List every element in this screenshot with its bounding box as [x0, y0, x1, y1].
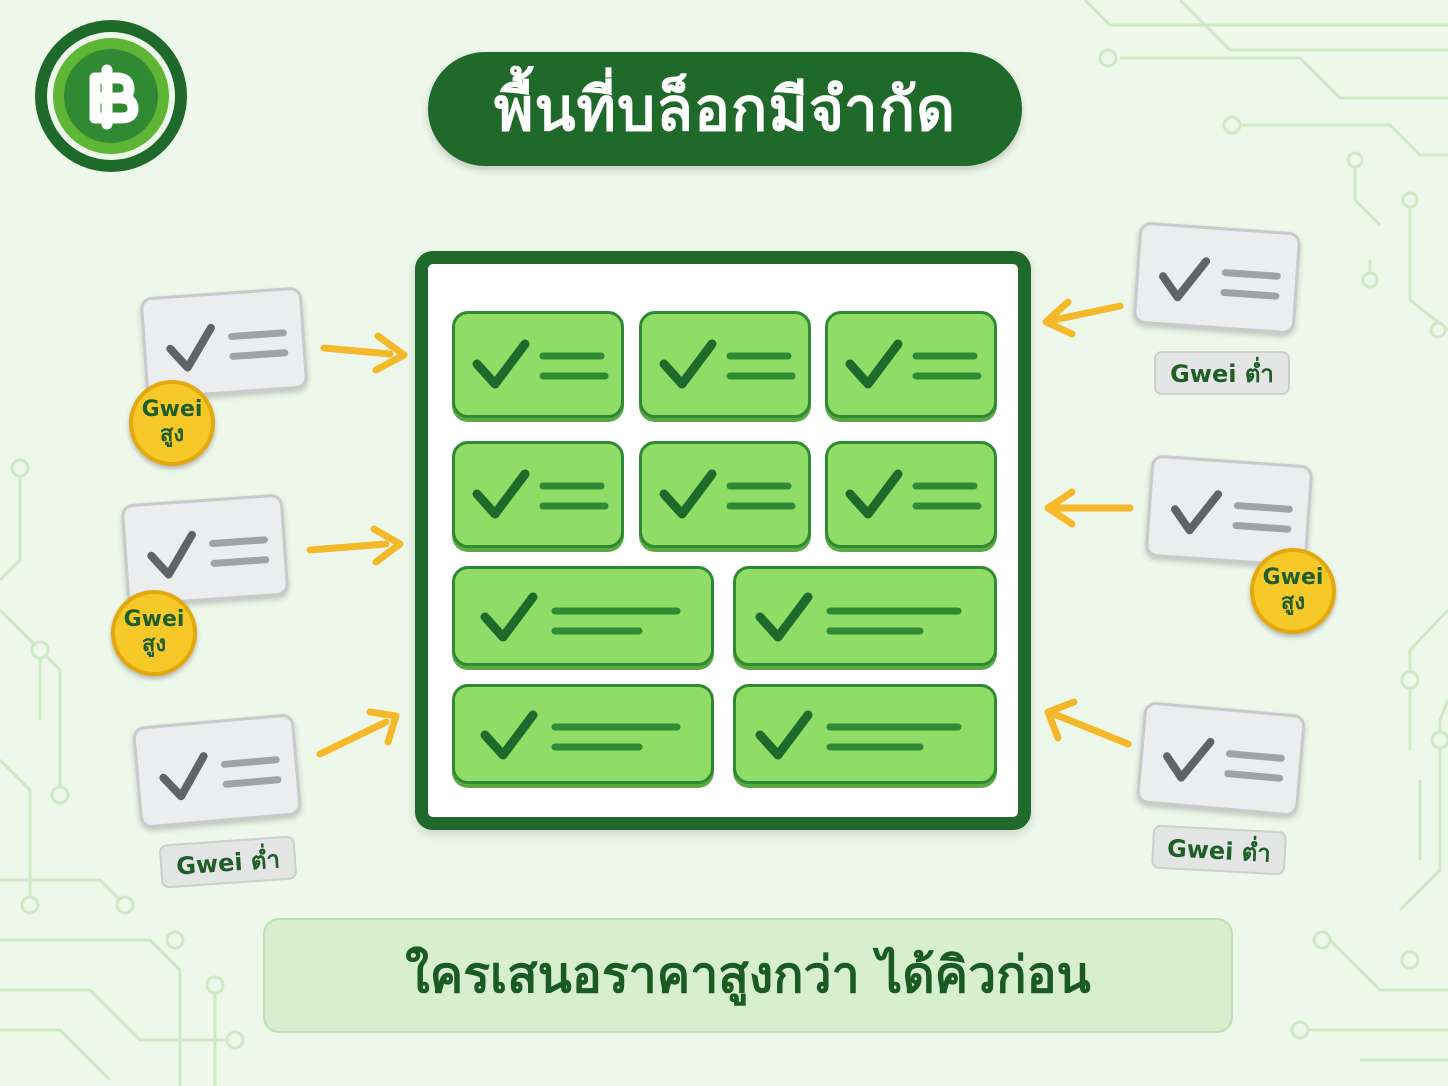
arrow-right-icon — [316, 708, 400, 758]
pending-transaction — [139, 286, 309, 400]
check-lines-icon — [1163, 738, 1285, 782]
gwei-high-coin: Gwei สูง — [111, 590, 197, 676]
gwei-high-coin: Gwei สูง — [1250, 548, 1336, 634]
check-lines-icon — [480, 710, 681, 760]
title-banner: พื้นที่บล็อกมีจำกัด — [428, 52, 1022, 166]
block-transaction — [452, 311, 624, 418]
check-lines-icon — [659, 339, 796, 389]
block-transaction — [825, 441, 997, 548]
block-transaction — [452, 566, 714, 666]
check-lines-icon — [1158, 257, 1281, 302]
gwei-high-coin: Gwei สูง — [129, 380, 215, 466]
pending-transaction — [131, 713, 303, 829]
check-lines-icon — [845, 469, 982, 519]
block-transaction — [733, 684, 997, 784]
block-transaction — [639, 311, 811, 418]
block-transaction — [825, 311, 997, 418]
title-text: พื้นที่บล็อกมีจำกัด — [493, 74, 957, 145]
check-lines-icon — [659, 469, 796, 519]
check-lines-icon — [159, 752, 282, 801]
check-lines-icon — [472, 469, 609, 519]
check-lines-icon — [166, 323, 289, 372]
gwei-low-tag: Gwei ต่ำ — [1154, 351, 1290, 395]
block-transaction — [639, 441, 811, 548]
pending-transaction — [1135, 701, 1307, 817]
check-lines-icon — [1170, 490, 1293, 535]
arrow-left-icon — [1042, 298, 1124, 338]
check-lines-icon — [755, 592, 962, 642]
check-lines-icon — [472, 339, 609, 389]
arrow-left-icon — [1044, 698, 1132, 748]
caption-banner: ใครเสนอราคาสูงกว่า ได้คิวก่อน — [263, 918, 1233, 1033]
arrow-right-icon — [320, 332, 408, 374]
arrow-left-icon — [1044, 488, 1134, 528]
gwei-low-tag: Gwei ต่ำ — [1150, 824, 1288, 876]
caption-text: ใครเสนอราคาสูงกว่า ได้คิวก่อน — [405, 946, 1091, 1004]
pending-transaction — [120, 493, 290, 607]
pending-transaction — [1132, 221, 1302, 335]
check-lines-icon — [755, 710, 962, 760]
arrow-right-icon — [306, 525, 404, 566]
block-transaction — [452, 684, 714, 784]
check-lines-icon — [480, 592, 681, 642]
check-lines-icon — [845, 339, 982, 389]
pending-transaction — [1144, 454, 1314, 568]
block-transaction — [733, 566, 997, 666]
thai-baht-icon — [89, 64, 139, 130]
check-lines-icon — [147, 530, 270, 579]
brand-logo — [33, 18, 189, 174]
block-transaction — [452, 441, 624, 548]
